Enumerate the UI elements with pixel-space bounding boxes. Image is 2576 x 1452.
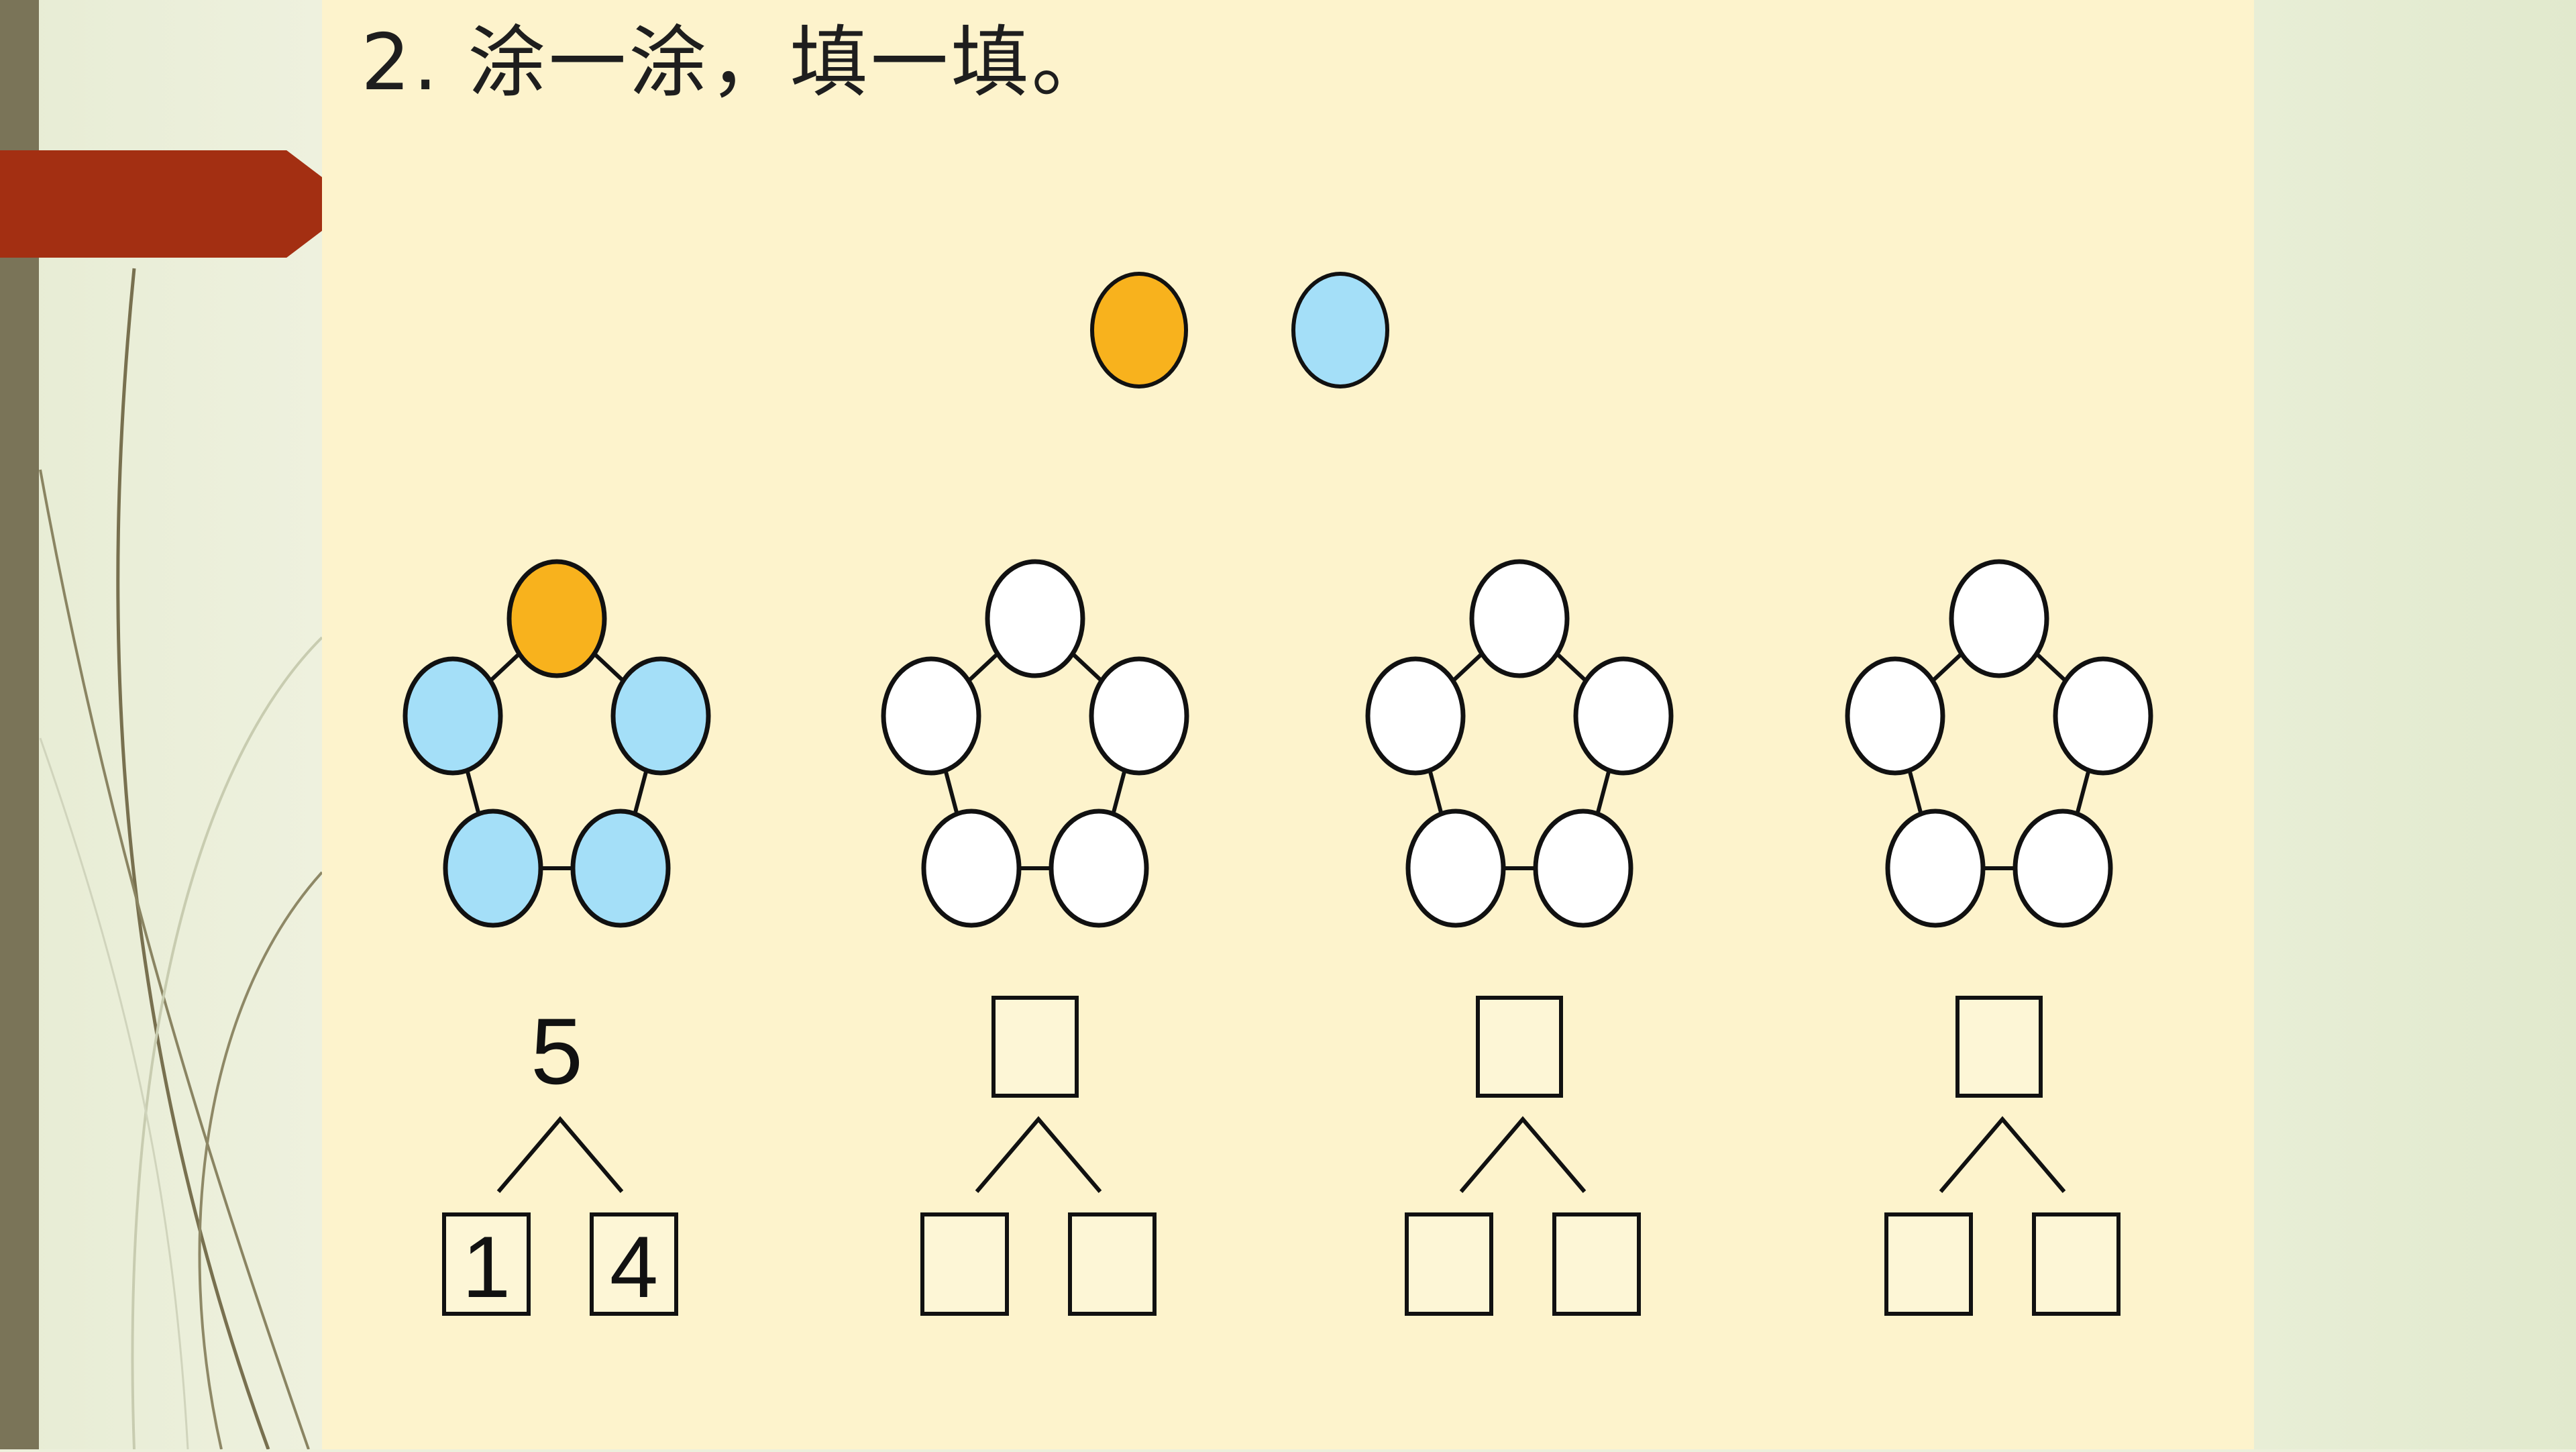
left-part-box[interactable]	[1405, 1212, 1493, 1316]
bead-orange	[506, 559, 607, 678]
bead-blue	[443, 809, 543, 928]
number-tree-4	[1884, 996, 2121, 1316]
bead-white[interactable]	[1845, 656, 1945, 776]
branch-lines	[975, 1116, 1102, 1193]
legend-bead-blue	[1291, 272, 1389, 388]
bead-white[interactable]	[1405, 809, 1506, 928]
bead-white[interactable]	[1573, 656, 1674, 776]
bead-white[interactable]	[1949, 559, 2049, 678]
bead-white[interactable]	[1469, 559, 1570, 678]
bead-blue	[570, 809, 671, 928]
right-part-box	[590, 1212, 678, 1316]
total-answer-box[interactable]	[1476, 996, 1563, 1098]
bead-white[interactable]	[1049, 809, 1149, 928]
bead-white[interactable]	[2012, 809, 2113, 928]
number-tree-1: 5 1 4	[442, 998, 678, 1316]
red-arrow-tab	[0, 150, 322, 258]
legend-bead-orange	[1090, 272, 1188, 388]
left-part-box[interactable]	[1884, 1212, 1973, 1316]
bead-white[interactable]	[1089, 656, 1189, 776]
left-part-number: 1	[462, 1218, 511, 1316]
total-answer-box[interactable]	[991, 996, 1079, 1098]
bead-white[interactable]	[985, 559, 1085, 678]
branch-lines	[496, 1116, 624, 1193]
bead-group-2	[881, 559, 1189, 928]
right-part-box[interactable]	[2032, 1212, 2121, 1316]
total-number: 5	[531, 998, 583, 1104]
total-answer-box[interactable]	[1955, 996, 2043, 1098]
right-part-number: 4	[610, 1218, 658, 1316]
right-part-box[interactable]	[1552, 1212, 1641, 1316]
bead-white[interactable]	[1885, 809, 1986, 928]
number-tree-2	[920, 996, 1157, 1316]
left-part-box	[442, 1212, 531, 1316]
number-tree-3	[1405, 996, 1641, 1316]
bead-white[interactable]	[881, 656, 981, 776]
bead-group-3	[1365, 559, 1674, 928]
bead-white[interactable]	[1533, 809, 1633, 928]
bead-white[interactable]	[1365, 656, 1466, 776]
bead-blue	[610, 656, 711, 776]
exercise-title: 2. 涂一涂，填一填。	[361, 17, 1112, 108]
bead-white[interactable]	[921, 809, 1022, 928]
bead-group-1	[402, 559, 711, 928]
right-background	[2254, 0, 2576, 1449]
left-part-box[interactable]	[920, 1212, 1009, 1316]
bead-white[interactable]	[2053, 656, 2153, 776]
decorative-swoosh-lines	[39, 268, 323, 1450]
bead-blue	[402, 656, 503, 776]
branch-lines	[1939, 1116, 2066, 1193]
right-part-box[interactable]	[1068, 1212, 1157, 1316]
branch-lines	[1459, 1116, 1587, 1193]
bead-group-4	[1845, 559, 2153, 928]
